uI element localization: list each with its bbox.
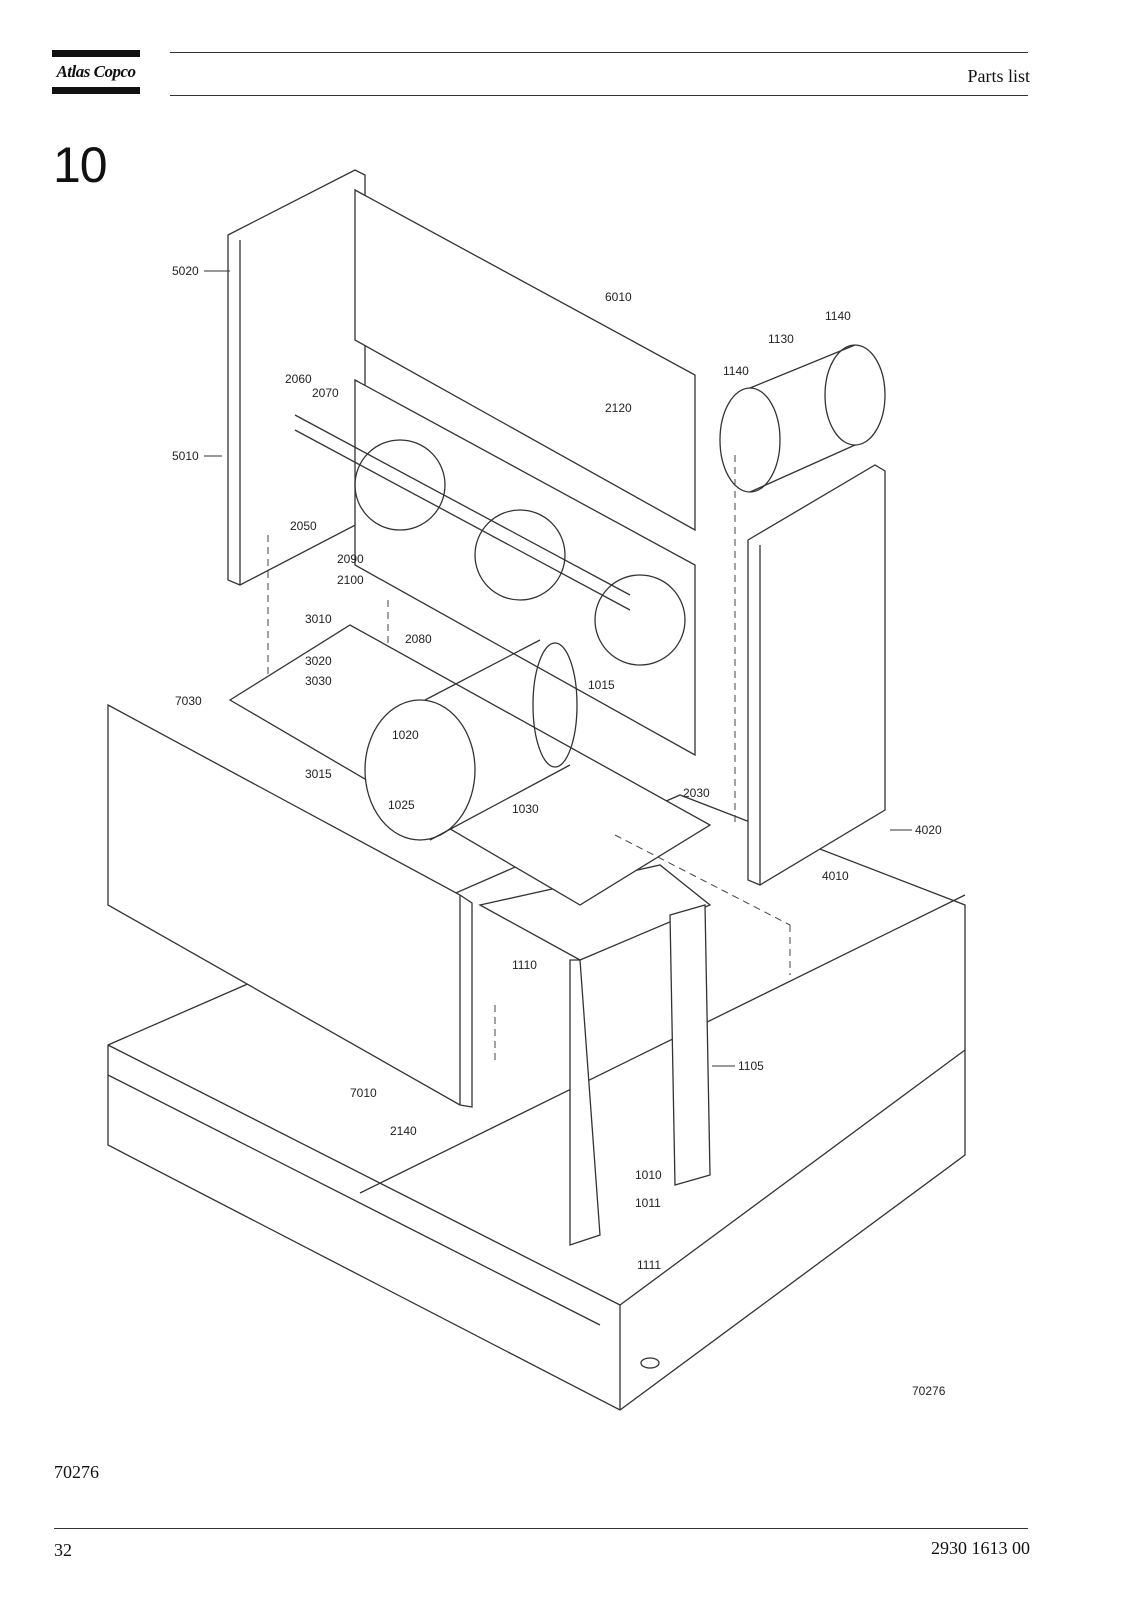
- callout-1130: 1130: [768, 332, 794, 346]
- callout-5020: 5020: [172, 264, 199, 278]
- callout-4020: 4020: [915, 823, 942, 837]
- callout-7030: 7030: [175, 694, 202, 708]
- callouts: 5020 6010 1140 1130 1140 2060 2070 2120 …: [172, 264, 946, 1398]
- document-number: 2930 1613 00: [931, 1538, 1030, 1558]
- callout-2090: 2090: [337, 552, 364, 566]
- callout-7010: 7010: [350, 1086, 377, 1100]
- callout-3030: 3030: [305, 674, 332, 688]
- header-title: Parts list: [967, 66, 1030, 86]
- callout-5010: 5010: [172, 449, 199, 463]
- callout-6010: 6010: [605, 290, 632, 304]
- logo-wordmark: Atlas Copco: [56, 62, 136, 81]
- callout-1010: 1010: [635, 1168, 662, 1182]
- callout-1110: 1110: [512, 958, 537, 972]
- callout-3020: 3020: [305, 654, 332, 668]
- drawing-svg: 5020 6010 1140 1130 1140 2060 2070 2120 …: [107, 169, 966, 1411]
- front-panel-7010: [107, 703, 473, 1108]
- callout-1020: 1020: [392, 728, 419, 742]
- callout-2060: 2060: [285, 372, 312, 386]
- figure-reference: 70276: [54, 1462, 99, 1482]
- header-rule-bottom: [170, 95, 1028, 96]
- stand: [478, 864, 712, 1246]
- callout-2120: 2120: [605, 401, 632, 415]
- callout-1105: 1105: [738, 1059, 764, 1073]
- page-number: 32: [54, 1540, 72, 1560]
- callout-4010: 4010: [822, 869, 849, 883]
- duct-1130: [719, 344, 886, 493]
- drawing-number: 70276: [912, 1384, 946, 1398]
- callout-2030: 2030: [683, 786, 710, 800]
- alignment-lines: [267, 455, 791, 1060]
- callout-2050: 2050: [290, 519, 317, 533]
- callout-1015: 1015: [588, 678, 615, 692]
- callout-3010: 3010: [305, 612, 332, 626]
- callout-1140-b: 1140: [723, 364, 749, 378]
- callout-1011: 1011: [635, 1196, 661, 1210]
- base-frame: [107, 794, 966, 1411]
- callout-1140-a: 1140: [825, 309, 851, 323]
- exploded-parts-drawing: 5020 6010 1140 1130 1140 2060 2070 2120 …: [100, 145, 985, 1445]
- callout-1030: 1030: [512, 802, 539, 816]
- callout-2100: 2100: [337, 573, 364, 587]
- atlas-copco-logo: Atlas Copco: [52, 50, 140, 94]
- filter-1030: [364, 639, 578, 841]
- callout-2070: 2070: [312, 386, 339, 400]
- callout-2080: 2080: [405, 632, 432, 646]
- callout-3015: 3015: [305, 767, 332, 781]
- side-panel-4010: [747, 464, 886, 886]
- logo-bar-top: [52, 50, 140, 57]
- footer-rule: [54, 1528, 1028, 1529]
- callout-1025: 1025: [388, 798, 415, 812]
- fan-frame-6010: [294, 188, 696, 757]
- callout-2140: 2140: [390, 1124, 417, 1138]
- section-number: 10: [53, 137, 108, 193]
- callout-1111: 1111: [637, 1258, 661, 1272]
- header-rule-top: [170, 52, 1028, 53]
- logo-bar-bottom: [52, 87, 140, 94]
